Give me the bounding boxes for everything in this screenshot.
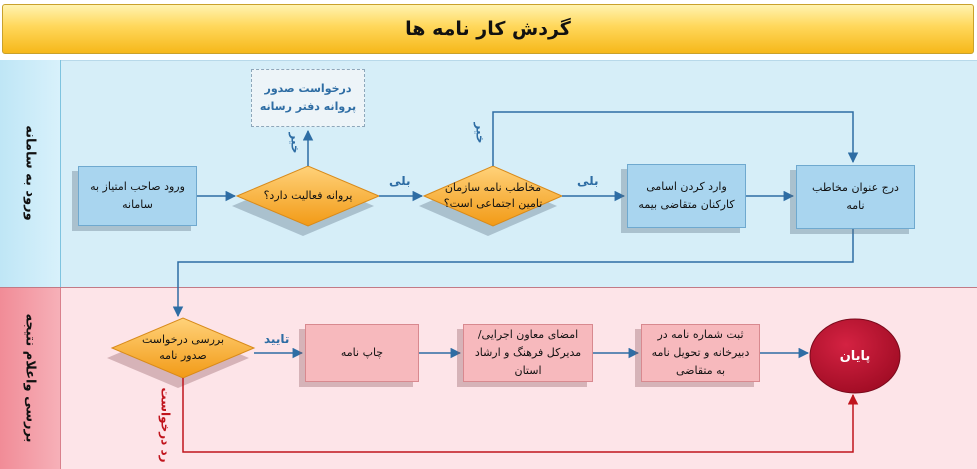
edge-title-to-review xyxy=(172,229,854,318)
node-print-letter: چاپ نامه xyxy=(305,324,419,382)
edge-label-no-license: خیر xyxy=(288,132,303,154)
decision-review xyxy=(110,317,256,379)
end-circle xyxy=(809,318,901,394)
node-login: ورود صاحب امتیاز به سامانه xyxy=(78,166,197,226)
decision-has-license-label: پروانه فعالیت دارد؟ xyxy=(263,189,353,202)
decision-review-label: بررسی درخواست صدور نامه xyxy=(141,333,225,362)
lane-header-login xyxy=(0,60,61,287)
node-register-deliver: ثبت شماره نامه در دبیرخانه و تحویل نامه … xyxy=(641,324,760,382)
end-label: پایان xyxy=(839,348,871,364)
edge-label-no-ssi: خیر xyxy=(473,122,488,144)
edge-no-ssi xyxy=(492,111,859,166)
edge-label-yes-ssi: بلی xyxy=(577,174,599,188)
node-enter-staff: وارد کردن اسامی کارکنان متقاضی بیمه xyxy=(627,164,746,228)
edge-label-approve: تایید xyxy=(264,332,290,346)
edge-label-yes-license: بلی xyxy=(389,174,411,188)
edge-label-reject: رد درخواست xyxy=(158,387,173,463)
node-recipient-title: درج عنوان مخاطب نامه xyxy=(796,165,915,229)
node-signature: امضای معاون اجرایی/ مدیرکل فرهنگ و ارشاد… xyxy=(463,324,593,382)
node-request-license: درخواست صدور پروانه دفتر رسانه xyxy=(251,69,365,127)
edge-reject xyxy=(182,378,859,453)
diagram-title: گردش کار نامه ها xyxy=(2,4,974,54)
lane-header-review xyxy=(0,287,61,469)
decision-is-ssi-label: مخاطب نامه سازمان تامین اجتماعی است؟ xyxy=(443,181,543,210)
lane-divider xyxy=(0,287,977,288)
